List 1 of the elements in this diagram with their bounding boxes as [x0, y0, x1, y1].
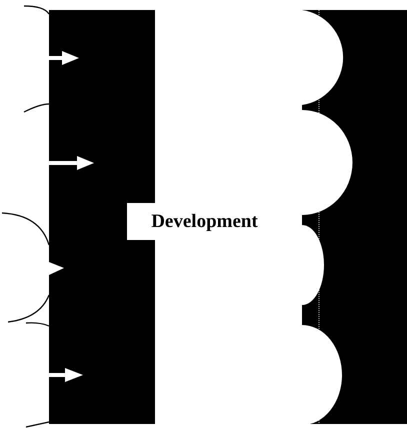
- node-label: Development: [151, 210, 258, 232]
